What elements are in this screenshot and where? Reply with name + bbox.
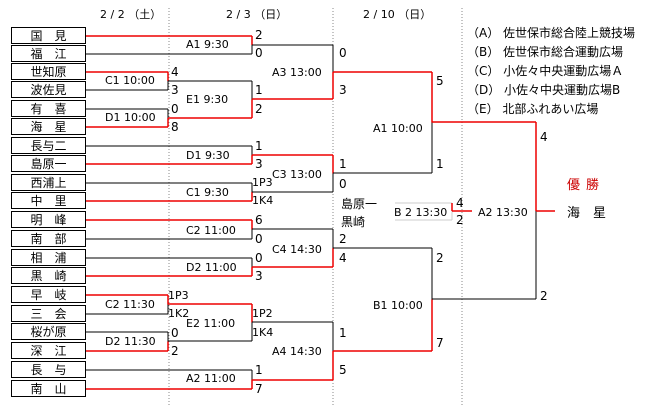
match-slot-a2-1100: A2 11:00 [186,372,236,385]
match-slot-a1-930: A1 9:30 [186,38,229,51]
team-kurosaki: 黒 崎 [11,267,86,284]
team-nagayo-2: 長与二 [11,137,86,154]
score-fukue-r2: 0 [255,46,263,60]
score-e1-winner-r3: 3 [339,83,347,97]
date-header-day2: 2 / 3 （日） [226,8,288,21]
score-b2-team1: 4 [456,196,464,210]
match-slot-c4-1430: C4 14:30 [272,243,322,256]
match-slot-c1-1000: C1 10:00 [105,74,155,87]
score-sekachibaru-r1: 4 [171,65,179,79]
team-sekachibaru: 世知原 [11,63,86,80]
team-kaisei: 海 星 [11,118,86,135]
score-nagayo2-r2: 1 [255,139,263,153]
venue-e: （E） 北部ふれあい広場 [467,102,599,116]
score-a1-winner-r3: 0 [339,46,347,60]
date-header-day1: 2 / 2 （土） [100,8,162,21]
score-c1-winner-r3: 0 [339,177,347,191]
match-slot-a1-1000: A1 10:00 [373,122,423,135]
score-minamiyama-r2: 7 [255,382,263,396]
score-hasami-r1: 3 [171,83,179,97]
score-c2-winner-r3: 2 [339,232,347,246]
score-mikai-r1: 1K2 [168,307,190,320]
score-nishiurakami-r2: 1P3 [252,176,273,189]
score-e2-winner-r3: 1 [339,326,347,340]
match-slot-b2-1330: B 2 13:30 [394,206,448,219]
score-ariki-r1: 0 [171,102,179,116]
score-haiki-r1: 1P3 [168,289,189,302]
score-a2-winner-r3: 5 [339,363,347,377]
team-minamiyama: 南 山 [11,380,86,397]
match-slot-d1-930: D1 9:30 [186,149,230,162]
score-nagayo-r2: 1 [255,363,263,377]
champion-team: 海 星 [567,206,607,221]
score-c2-winner-r2: 1P2 [252,307,273,320]
score-d1-winner-r2: 2 [255,102,263,116]
score-a4-winner-qf: 7 [436,336,444,350]
score-shimabara-r2: 3 [255,157,263,171]
team-fukae: 深 江 [11,342,86,359]
score-b2-team2: 2 [456,213,464,227]
score-d2-winner-r2: 1K4 [252,326,274,339]
team-nishiurakami: 西浦上 [11,174,86,191]
score-nakazato-r2: 1K4 [252,194,274,207]
score-nanbu-r2: 0 [255,232,263,246]
team-mikai: 三 会 [11,305,86,322]
score-ainoura-r2: 0 [255,251,263,265]
score-meiho-r2: 6 [255,213,263,227]
match-slot-d2-1130: D2 11:30 [105,335,156,348]
team-haiki: 早 岐 [11,286,86,303]
venue-a: （A） 佐世保市総合陸上競技場 [467,26,636,40]
team-hasami: 波佐見 [11,81,86,98]
team-nagayo: 長 与 [11,361,86,378]
team-nakazato: 中 里 [11,192,86,209]
score-sakuragahara-r1: 0 [171,326,179,340]
score-d1-winner-r3: 1 [339,157,347,171]
score-c4-winner-qf: 2 [436,251,444,265]
match-slot-d1-1000: D1 10:00 [105,111,156,124]
match-slot-b1-1000: B1 10:00 [373,299,423,312]
venue-d: （D） 小佐々中央運動広場B [467,83,621,97]
match-slot-a2-1330: A2 13:30 [478,206,528,219]
score-d2-winner-r3: 4 [339,251,347,265]
team-ariki: 有 喜 [11,100,86,117]
team-nanbu: 南 部 [11,230,86,247]
venue-b: （B） 佐世保市総合運動広場 [467,45,624,59]
match-slot-c2-1100: C2 11:00 [186,224,236,237]
score-c3-winner-qf: 1 [436,157,444,171]
team-shimabara-1: 島原一 [11,155,86,172]
score-a1-winner-final: 4 [540,130,548,144]
match-slot-d2-1100: D2 11:00 [186,261,237,274]
score-kunimi-r2: 2 [255,28,263,42]
match-slot-a4-1430: A4 14:30 [272,345,322,358]
venue-c: （C） 小佐々中央運動広場Ａ [467,64,624,78]
team-kunimi: 国 見 [11,27,86,44]
match-slot-e2-1100: E2 11:00 [186,317,236,330]
match-slot-c1-930: C1 9:30 [186,186,229,199]
score-c1-winner-r2: 1 [255,83,263,97]
score-kaisei-r1: 8 [171,120,179,134]
score-a3-winner-qf: 5 [436,74,444,88]
match-slot-e1-930: E1 9:30 [186,93,229,106]
date-header-day3: 2 / 10 （日） [363,8,432,21]
team-meiho: 明 峰 [11,211,86,228]
team-sakuragahara: 桜が原 [11,323,86,340]
score-kurosaki-r2: 3 [255,269,263,283]
b2-team2: 黒崎 [341,215,366,229]
score-b1-winner-final: 2 [540,289,548,303]
b2-team1: 島原一 [341,197,378,211]
match-slot-a3-1300: A3 13:00 [272,66,322,79]
match-slot-c3-1300: C3 13:00 [272,168,322,181]
score-fukae-r1: 2 [171,344,179,358]
team-fukue: 福 江 [11,45,86,62]
champion-label: 優勝 [567,178,606,193]
match-slot-c2-1130: C2 11:30 [105,298,155,311]
team-ainoura: 相 浦 [11,249,86,266]
